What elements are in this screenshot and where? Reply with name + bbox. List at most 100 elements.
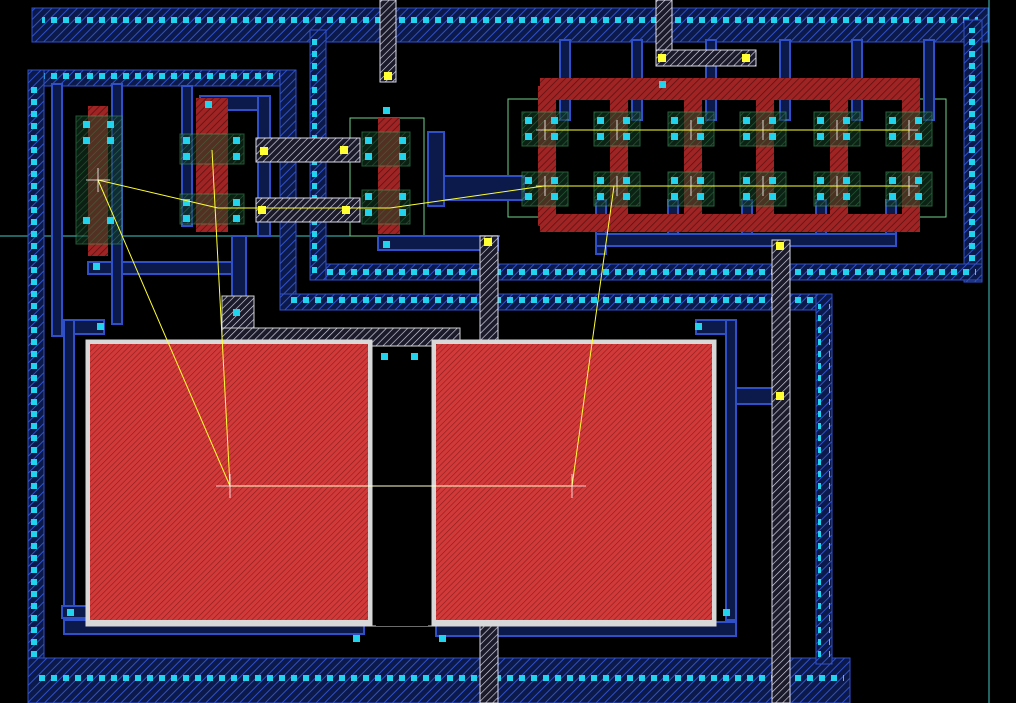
via-square-icon bbox=[769, 193, 776, 200]
via-square-icon bbox=[381, 353, 388, 360]
via-square-icon bbox=[597, 133, 604, 140]
via-square-icon bbox=[107, 217, 114, 224]
metal2-track-c[interactable] bbox=[655, 49, 757, 67]
via-square-icon bbox=[623, 133, 630, 140]
via-square-icon bbox=[399, 153, 406, 160]
via-square-icon bbox=[743, 117, 750, 124]
contact-square-icon bbox=[742, 54, 750, 62]
via-square-icon bbox=[697, 117, 704, 124]
via-square-icon bbox=[769, 133, 776, 140]
via-square-icon bbox=[233, 215, 240, 222]
via-square-icon bbox=[915, 193, 922, 200]
via-square-icon bbox=[107, 121, 114, 128]
metal2-track-e[interactable] bbox=[771, 239, 791, 703]
ratsnest-lines bbox=[86, 129, 910, 498]
via-square-icon bbox=[183, 153, 190, 160]
contact-square-icon bbox=[776, 392, 784, 400]
via-square-icon bbox=[769, 177, 776, 184]
via-square-icon bbox=[659, 81, 666, 88]
via-square-icon bbox=[233, 199, 240, 206]
via-square-icon bbox=[671, 193, 678, 200]
contact-square-icon bbox=[258, 206, 266, 214]
via-square-icon bbox=[383, 241, 390, 248]
via-square-icon bbox=[233, 137, 240, 144]
rail-right-vias bbox=[966, 28, 978, 278]
via-square-icon bbox=[399, 137, 406, 144]
via-square-icon bbox=[93, 263, 100, 270]
via-square-icon bbox=[695, 323, 702, 330]
via-square-icon bbox=[551, 193, 558, 200]
power-rails[interactable] bbox=[27, 7, 989, 703]
contact-square-icon bbox=[484, 238, 492, 246]
poly-frame-bottom bbox=[540, 214, 920, 232]
via-square-icon bbox=[233, 309, 240, 316]
contact-square-icon bbox=[776, 242, 784, 250]
via-square-icon bbox=[525, 117, 532, 124]
via-square-icon bbox=[915, 133, 922, 140]
via-square-icon bbox=[889, 177, 896, 184]
via-square-icon bbox=[551, 177, 558, 184]
rail-top-vias bbox=[42, 12, 978, 24]
via-square-icon bbox=[743, 177, 750, 184]
via-square-icon bbox=[743, 193, 750, 200]
rail-bottom-vias bbox=[34, 672, 844, 684]
via-square-icon bbox=[597, 117, 604, 124]
via-square-icon bbox=[623, 177, 630, 184]
via-square-icon bbox=[97, 323, 104, 330]
via-square-icon bbox=[817, 193, 824, 200]
via-square-icon bbox=[671, 117, 678, 124]
via-square-icon bbox=[83, 121, 90, 128]
contact-square-icon bbox=[260, 147, 268, 155]
rail-mid-vias bbox=[316, 266, 976, 278]
rail-left-vias bbox=[30, 84, 42, 664]
via-square-icon bbox=[743, 133, 750, 140]
via-square-icon bbox=[697, 133, 704, 140]
rail-mid2-vias bbox=[288, 296, 828, 308]
via-square-icon bbox=[399, 193, 406, 200]
via-markers bbox=[67, 81, 922, 642]
capacitor-plates[interactable] bbox=[85, 295, 717, 627]
metal2-bridge-2[interactable] bbox=[255, 197, 361, 223]
via-square-icon bbox=[671, 177, 678, 184]
via-square-icon bbox=[525, 193, 532, 200]
via-square-icon bbox=[365, 137, 372, 144]
via-square-icon bbox=[83, 137, 90, 144]
via-square-icon bbox=[915, 177, 922, 184]
via-square-icon bbox=[551, 117, 558, 124]
via-square-icon bbox=[525, 177, 532, 184]
ring-left-top-vias bbox=[34, 72, 292, 84]
rail-v-290[interactable] bbox=[279, 69, 297, 307]
via-square-icon bbox=[915, 117, 922, 124]
via-square-icon bbox=[383, 107, 390, 114]
via-square-icon bbox=[769, 117, 776, 124]
via-square-icon bbox=[889, 193, 896, 200]
via-square-icon bbox=[623, 193, 630, 200]
via-square-icon bbox=[843, 117, 850, 124]
contact-square-icon bbox=[384, 72, 392, 80]
via-square-icon bbox=[205, 101, 212, 108]
via-square-icon bbox=[365, 193, 372, 200]
via-square-icon bbox=[843, 193, 850, 200]
via-square-icon bbox=[439, 635, 446, 642]
via-square-icon bbox=[67, 609, 74, 616]
metal2-track-a[interactable] bbox=[379, 0, 397, 83]
via-square-icon bbox=[597, 177, 604, 184]
via-square-icon bbox=[83, 217, 90, 224]
via-square-icon bbox=[671, 133, 678, 140]
via-square-icon bbox=[107, 137, 114, 144]
via-square-icon bbox=[233, 153, 240, 160]
via-square-icon bbox=[817, 177, 824, 184]
via-square-icon bbox=[525, 133, 532, 140]
via-square-icon bbox=[723, 609, 730, 616]
via-square-icon bbox=[183, 137, 190, 144]
via-square-icon bbox=[623, 117, 630, 124]
via-square-icon bbox=[843, 133, 850, 140]
via-square-icon bbox=[817, 117, 824, 124]
contact-square-icon bbox=[342, 206, 350, 214]
via-square-icon bbox=[365, 209, 372, 216]
poly-frame-top bbox=[540, 78, 920, 100]
via-square-icon bbox=[411, 353, 418, 360]
via-square-icon bbox=[889, 133, 896, 140]
via-square-icon bbox=[183, 199, 190, 206]
